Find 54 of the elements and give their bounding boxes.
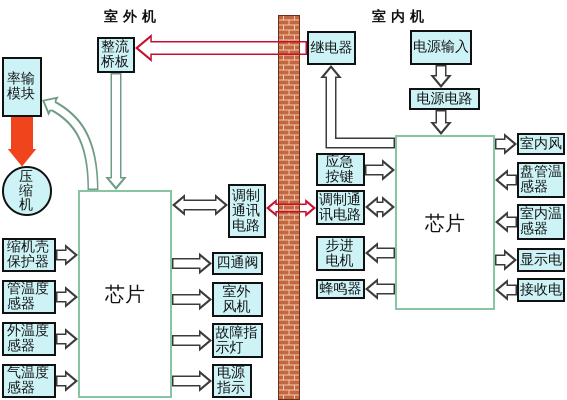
block-arrow <box>56 328 78 350</box>
process-box: 故障指示灯 <box>212 323 263 358</box>
block-arrow <box>56 370 78 392</box>
process-box: 室内温感器 <box>517 204 565 240</box>
block-arrow <box>495 279 517 301</box>
block-arrow <box>105 73 127 190</box>
chip-box: 芯片 <box>395 135 495 310</box>
block-arrow <box>365 278 395 300</box>
block-arrow <box>56 244 78 266</box>
block-arrow <box>172 288 212 310</box>
process-box: 蜂鸣器 <box>316 279 365 299</box>
circle-node: 压缩机 <box>2 166 52 216</box>
block-arrow <box>495 169 517 191</box>
process-box: 调制通讯电路 <box>228 184 266 238</box>
block-arrow <box>430 110 452 135</box>
process-box: 显示电 <box>517 248 565 272</box>
process-box: 应急按键 <box>316 153 365 186</box>
process-box: 接收电 <box>517 278 565 302</box>
double-arrow <box>365 196 395 218</box>
process-box: 盘管温感器 <box>517 162 565 198</box>
block-arrow <box>320 65 395 148</box>
block-arrow <box>172 330 212 352</box>
block-arrow <box>495 211 517 233</box>
block-arrow <box>172 370 212 392</box>
block-arrow <box>365 242 395 264</box>
double-arrow <box>266 199 316 217</box>
block-arrow <box>495 249 517 271</box>
process-box: 室内风 <box>517 133 565 155</box>
chip-box: 芯片 <box>78 190 172 398</box>
process-box: 继电器 <box>307 31 356 65</box>
process-box: 电源指示 <box>212 364 252 398</box>
block-arrow <box>495 133 517 155</box>
block-arrow <box>365 159 395 181</box>
process-box: 管温度感器 <box>2 280 56 314</box>
section-title: 室外机 <box>104 9 161 25</box>
process-box: 电源输入 <box>410 30 472 65</box>
block-arrow <box>172 252 212 274</box>
block-arrow <box>56 286 78 308</box>
process-box: 缩机壳保护器 <box>2 238 56 272</box>
block-arrow <box>135 34 307 62</box>
process-box: 四通阀 <box>212 252 263 275</box>
double-arrow <box>172 194 228 216</box>
section-title: 室内机 <box>372 9 429 25</box>
process-box: 气温度感器 <box>2 364 56 398</box>
block-arrow <box>8 117 36 166</box>
process-box: 电源电路 <box>409 88 480 110</box>
process-box: 率输模块 <box>2 57 42 117</box>
block-arrow <box>430 65 452 88</box>
process-box: 整流桥板 <box>97 37 135 73</box>
process-box: 步进电机 <box>316 236 365 271</box>
process-box: 外温度感器 <box>2 322 56 356</box>
curved-arrow <box>42 96 98 190</box>
process-box: 室外风机 <box>212 282 263 317</box>
process-box: 调制通讯电路 <box>316 190 365 225</box>
